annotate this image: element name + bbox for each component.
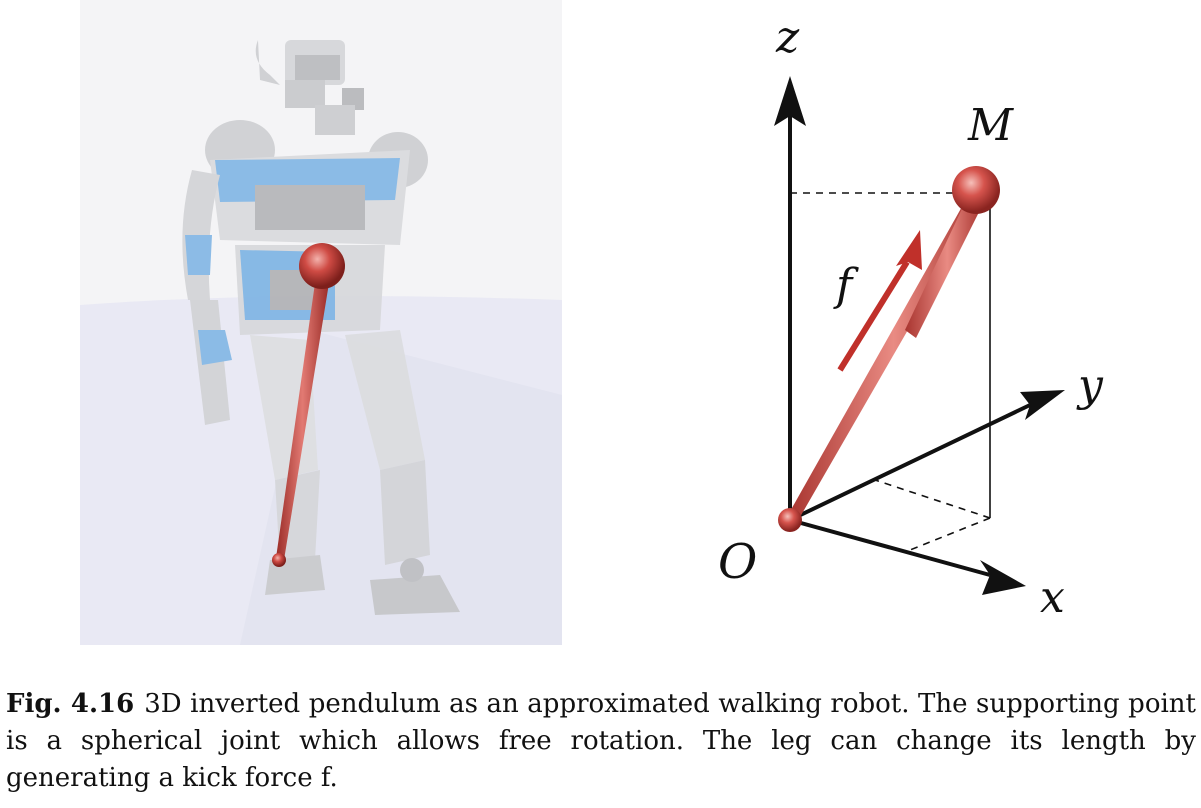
pendulum-diagram: z y x M f O — [718, 12, 1104, 623]
force-label: f — [833, 260, 859, 311]
z-axis-label: z — [775, 12, 800, 63]
x-axis-arrowhead — [980, 560, 1026, 595]
x-axis — [789, 518, 991, 577]
pendulum-pivot-ball — [272, 553, 286, 567]
projection-floor-dashed-1 — [874, 479, 991, 519]
x-axis-label: x — [1040, 572, 1065, 623]
origin-label: O — [718, 534, 757, 590]
pendulum-mass-ball — [299, 243, 345, 289]
caption-text: 3D inverted pendulum as an approximated … — [6, 689, 1196, 793]
pendulum-leg-thick — [905, 196, 982, 338]
force-arrow-head — [896, 230, 922, 270]
robot-illustration — [80, 0, 562, 645]
z-axis-arrowhead — [774, 76, 806, 126]
force-arrow-shaft — [837, 260, 910, 372]
y-axis-label: y — [1076, 360, 1104, 411]
y-axis-arrowhead — [1020, 390, 1065, 420]
mass-label: M — [967, 100, 1014, 151]
projection-floor-dashed-2 — [904, 517, 991, 553]
pendulum-rod — [276, 283, 329, 560]
mass-ball — [952, 166, 1000, 214]
pivot-ball — [778, 508, 802, 532]
robot-pendulum — [272, 243, 345, 567]
figure-number: Fig. 4.16 — [6, 689, 135, 719]
